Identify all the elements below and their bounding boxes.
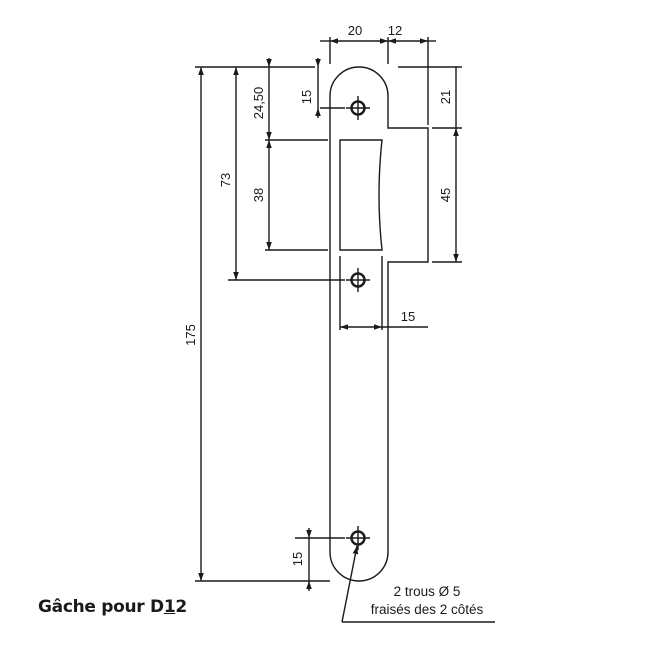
latch-slot bbox=[339, 139, 383, 251]
hole-bottom bbox=[346, 526, 370, 550]
hole-note-line1: 2 trous Ø 5 bbox=[394, 584, 461, 599]
hole-top bbox=[346, 96, 370, 120]
dim-label-15-bottom: 15 bbox=[290, 552, 305, 566]
dim-label-45: 45 bbox=[438, 188, 453, 202]
drawing-title: Gâche pour D12 bbox=[38, 597, 187, 617]
dim-label-15-slot: 15 bbox=[401, 309, 415, 324]
title-underlined-digit: 1 bbox=[163, 597, 176, 617]
hole-note-line2: fraisés des 2 côtés bbox=[371, 602, 484, 617]
title-suffix: 2 bbox=[175, 597, 187, 617]
dim-label-24-50: 24,50 bbox=[251, 87, 266, 120]
title-prefix: Gâche pour D bbox=[38, 597, 164, 617]
dim-label-12: 12 bbox=[388, 23, 402, 38]
hole-middle bbox=[346, 268, 370, 292]
dim-label-20: 20 bbox=[348, 23, 362, 38]
strike-plate-outline bbox=[329, 66, 429, 582]
dim-label-175: 175 bbox=[183, 324, 198, 346]
dim-label-73: 73 bbox=[218, 173, 233, 187]
dim-label-38: 38 bbox=[251, 188, 266, 202]
dim-label-15-top: 15 bbox=[299, 90, 314, 104]
dim-label-21: 21 bbox=[438, 90, 453, 104]
